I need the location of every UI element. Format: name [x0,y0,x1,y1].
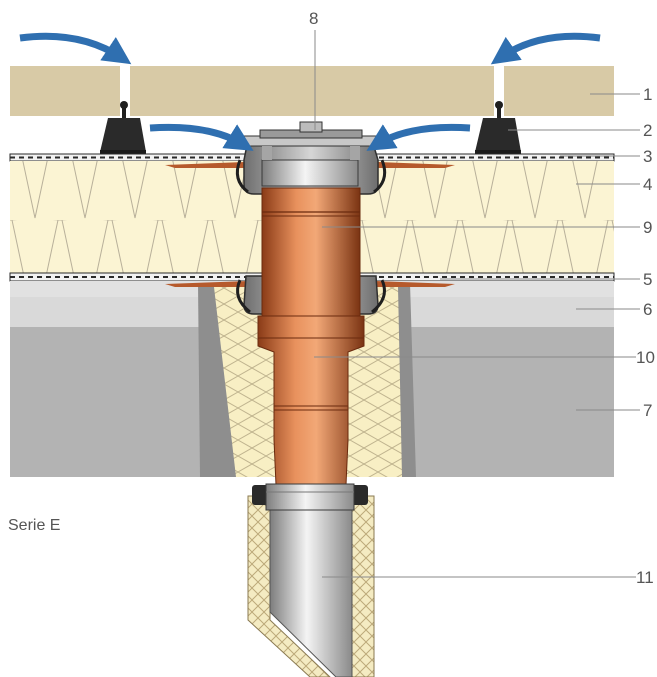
series-caption: Serie E [8,517,60,534]
flow-arrow-icon [19,32,132,65]
water-flow-arrows [19,32,601,151]
callout-3: 3 [643,147,652,166]
copper-drain-pipe [261,187,361,317]
drain-collar-upper [235,139,387,195]
flashing-flange-lower [165,281,455,287]
flow-arrow-icon [366,123,471,151]
callout-1: 1 [643,85,652,104]
callout-10: 10 [636,348,655,367]
callout-8: 8 [309,9,318,28]
callout-11: 11 [636,568,654,587]
callout-5: 5 [643,270,652,289]
pedestal-support-left [100,101,146,155]
paver-layer [10,66,614,116]
callout-2: 2 [643,121,652,140]
flashing-flange-upper [165,162,455,168]
leader-lines [314,30,640,578]
callout-7: 7 [643,401,652,420]
flow-arrow-icon [149,123,254,151]
callout-9: 9 [643,218,652,237]
callout-6: 6 [643,300,652,319]
pedestal-support-right [475,101,521,155]
callout-4: 4 [643,175,652,194]
flow-arrow-icon [490,32,601,65]
pipe-coupling [252,483,368,511]
